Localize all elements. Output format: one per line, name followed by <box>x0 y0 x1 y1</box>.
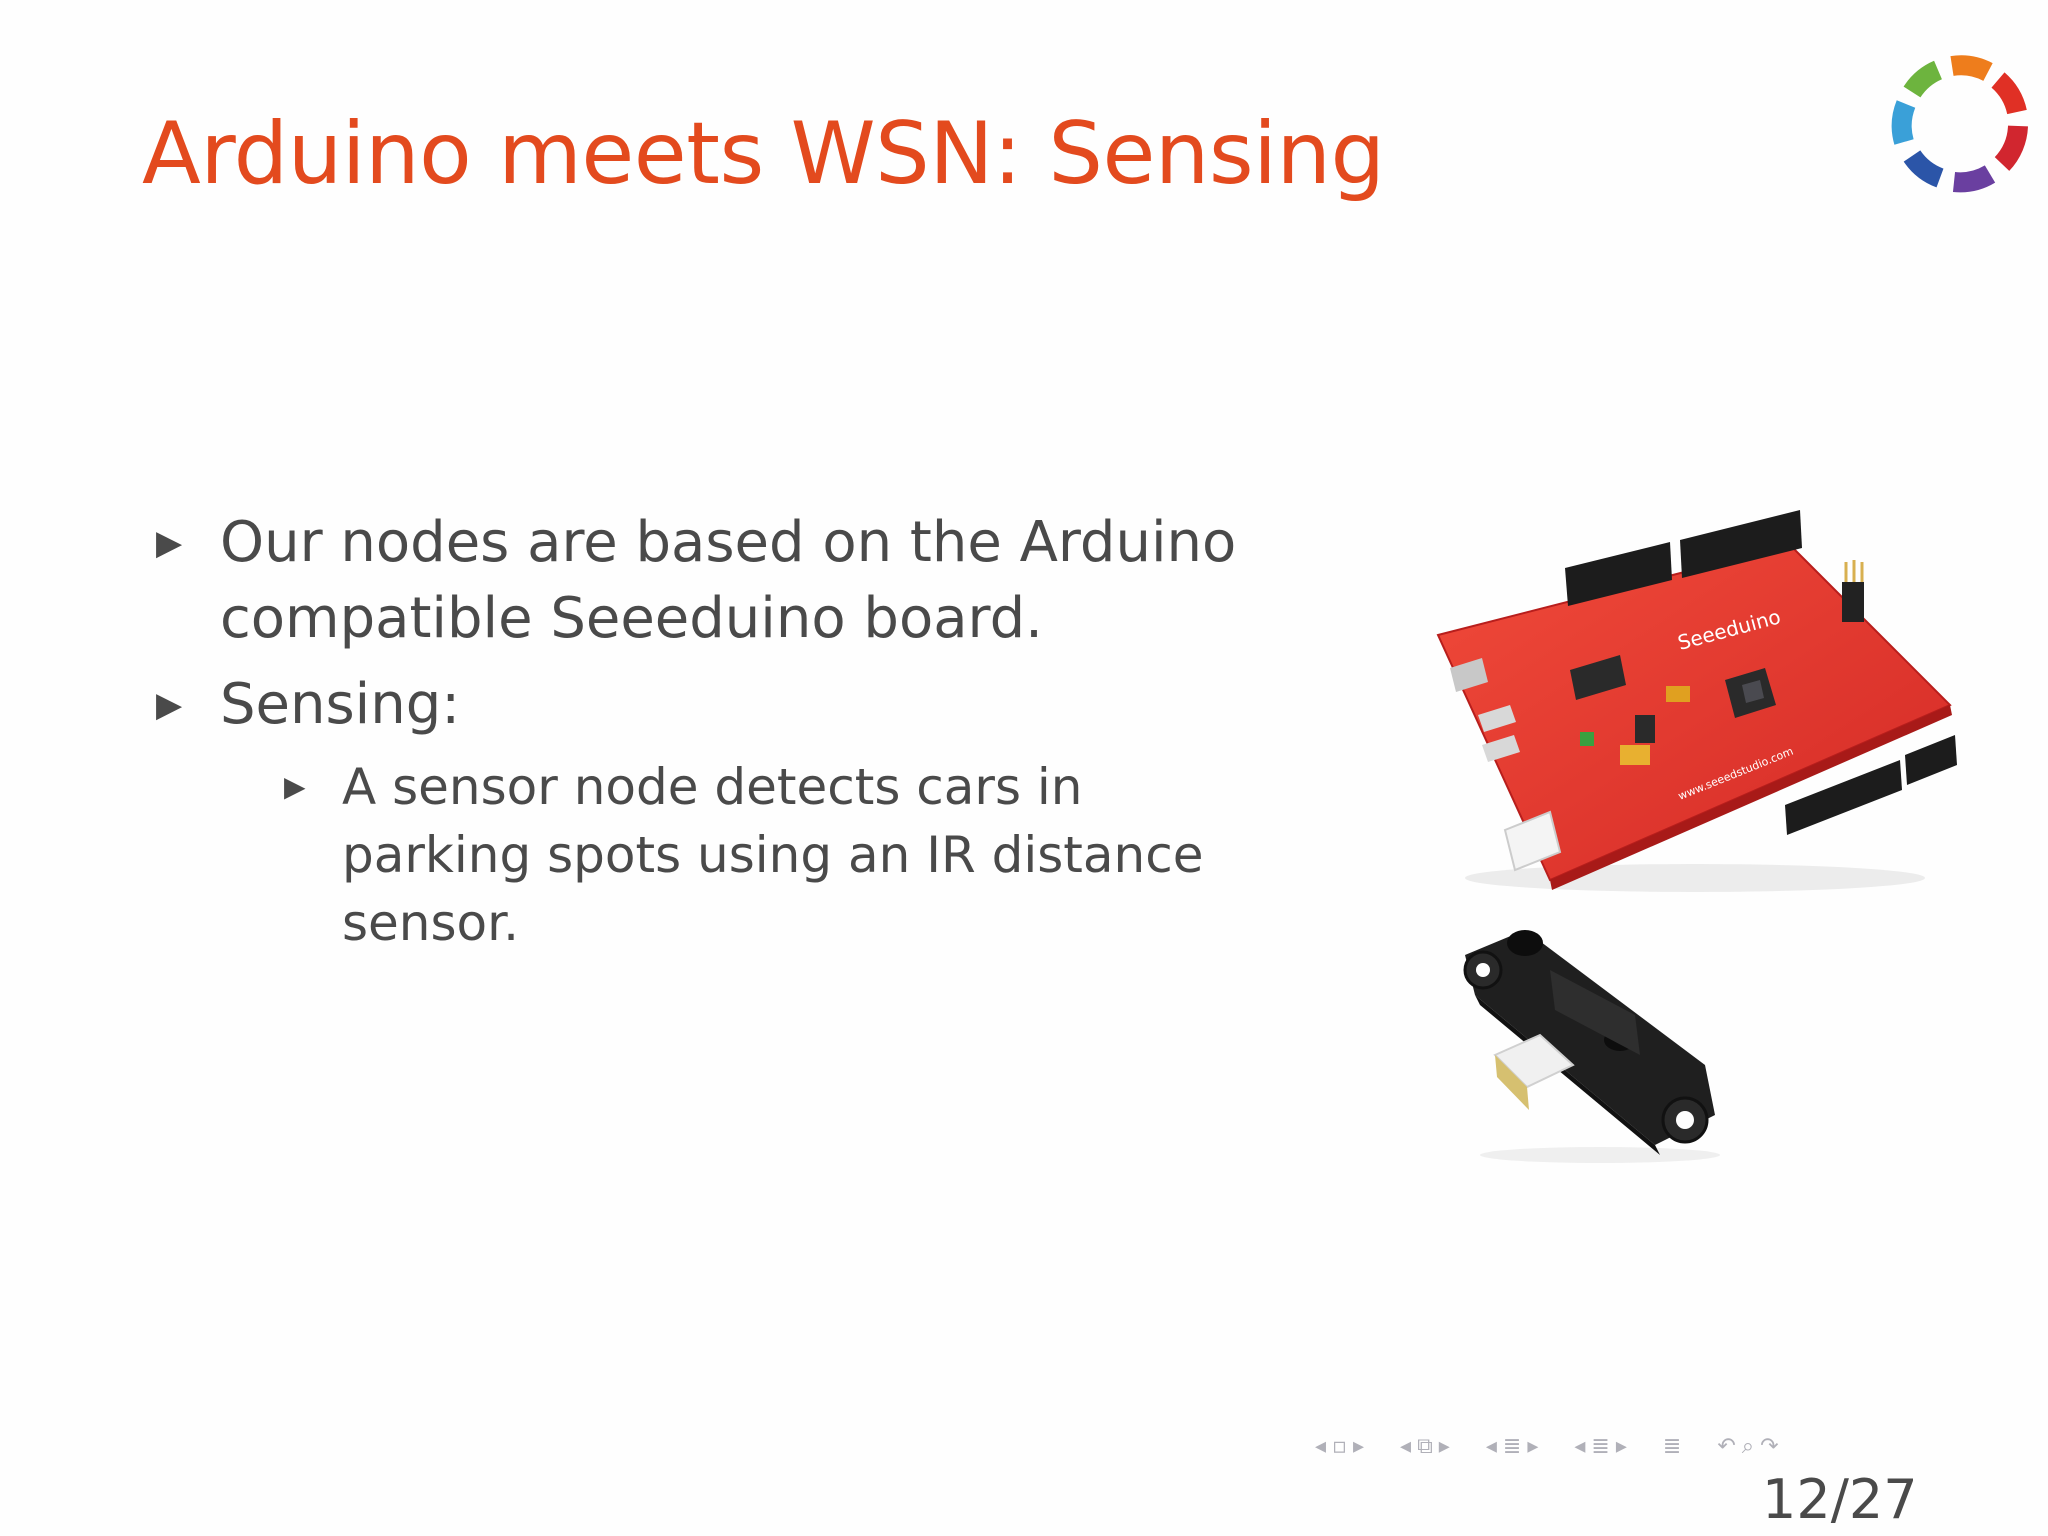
triangle-right-icon: ▶ <box>156 685 183 725</box>
triangle-right-icon: ▶ <box>156 523 183 563</box>
nav-right-arrow-icon[interactable]: ▸ <box>1527 1434 1539 1459</box>
document-lines-icon[interactable]: ≣ <box>1591 1434 1610 1459</box>
slide-title: Arduino meets WSN: Sensing <box>142 104 1385 204</box>
beamer-navigation-bar: ◂ ▫ ▸ ◂ ⧉ ▸ ◂ ≣ ▸ ◂ ≣ ▸ ≣ ↶ ⌕ ↷ <box>1315 1434 1805 1459</box>
nav-frame-group[interactable]: ◂ ▫ ▸ <box>1315 1434 1364 1459</box>
bullet-text: Sensing: <box>220 672 461 737</box>
nav-document-group[interactable]: ◂ ≣ ▸ <box>1574 1434 1627 1459</box>
sub-bullet-item: ▶ A sensor node detects cars in parking … <box>150 753 1250 957</box>
seeeduino-board-image: Seeeduino www.seeedstudio.com <box>1436 510 1957 892</box>
undo-icon[interactable]: ↶ <box>1717 1434 1736 1459</box>
slide-content: ▶ Our nodes are based on the Arduino com… <box>150 505 1250 957</box>
section-lines-icon[interactable]: ≣ <box>1502 1434 1522 1459</box>
page-number: 12/27 <box>1762 1468 1918 1531</box>
redo-icon[interactable]: ↷ <box>1760 1434 1779 1459</box>
nav-left-arrow-icon[interactable]: ◂ <box>1574 1434 1586 1459</box>
nav-section-group[interactable]: ◂ ≣ ▸ <box>1486 1434 1539 1459</box>
nav-right-arrow-icon[interactable]: ▸ <box>1352 1434 1365 1459</box>
bullet-text: Our nodes are based on the Arduino compa… <box>220 510 1237 651</box>
pinwheel-logo-icon <box>1891 55 2028 193</box>
nav-subsection-group[interactable]: ◂ ⧉ ▸ <box>1400 1434 1450 1459</box>
nav-left-arrow-icon[interactable]: ◂ <box>1400 1434 1412 1459</box>
bullet-item: ▶ Sensing: <box>150 667 1250 743</box>
frame-icon[interactable]: ▫ <box>1332 1434 1347 1459</box>
appendix-lines-icon[interactable]: ≣ <box>1662 1434 1682 1459</box>
nav-right-arrow-icon[interactable]: ▸ <box>1615 1434 1627 1459</box>
bullet-item: ▶ Our nodes are based on the Arduino com… <box>150 505 1250 657</box>
nav-left-arrow-icon[interactable]: ◂ <box>1315 1434 1327 1459</box>
nav-right-arrow-icon[interactable]: ▸ <box>1438 1434 1450 1459</box>
sub-bullet-text: A sensor node detects cars in parking sp… <box>342 758 1204 952</box>
triangle-right-icon: ▶ <box>284 770 306 803</box>
ir-distance-sensor-image <box>1463 930 1720 1163</box>
nav-left-arrow-icon[interactable]: ◂ <box>1485 1434 1497 1459</box>
nav-appendix-group[interactable]: ≣ <box>1663 1434 1681 1459</box>
stacked-frames-icon[interactable]: ⧉ <box>1417 1434 1433 1459</box>
nav-tools-group[interactable]: ↶ ⌕ ↷ <box>1717 1434 1778 1459</box>
search-icon[interactable]: ⌕ <box>1741 1434 1755 1459</box>
